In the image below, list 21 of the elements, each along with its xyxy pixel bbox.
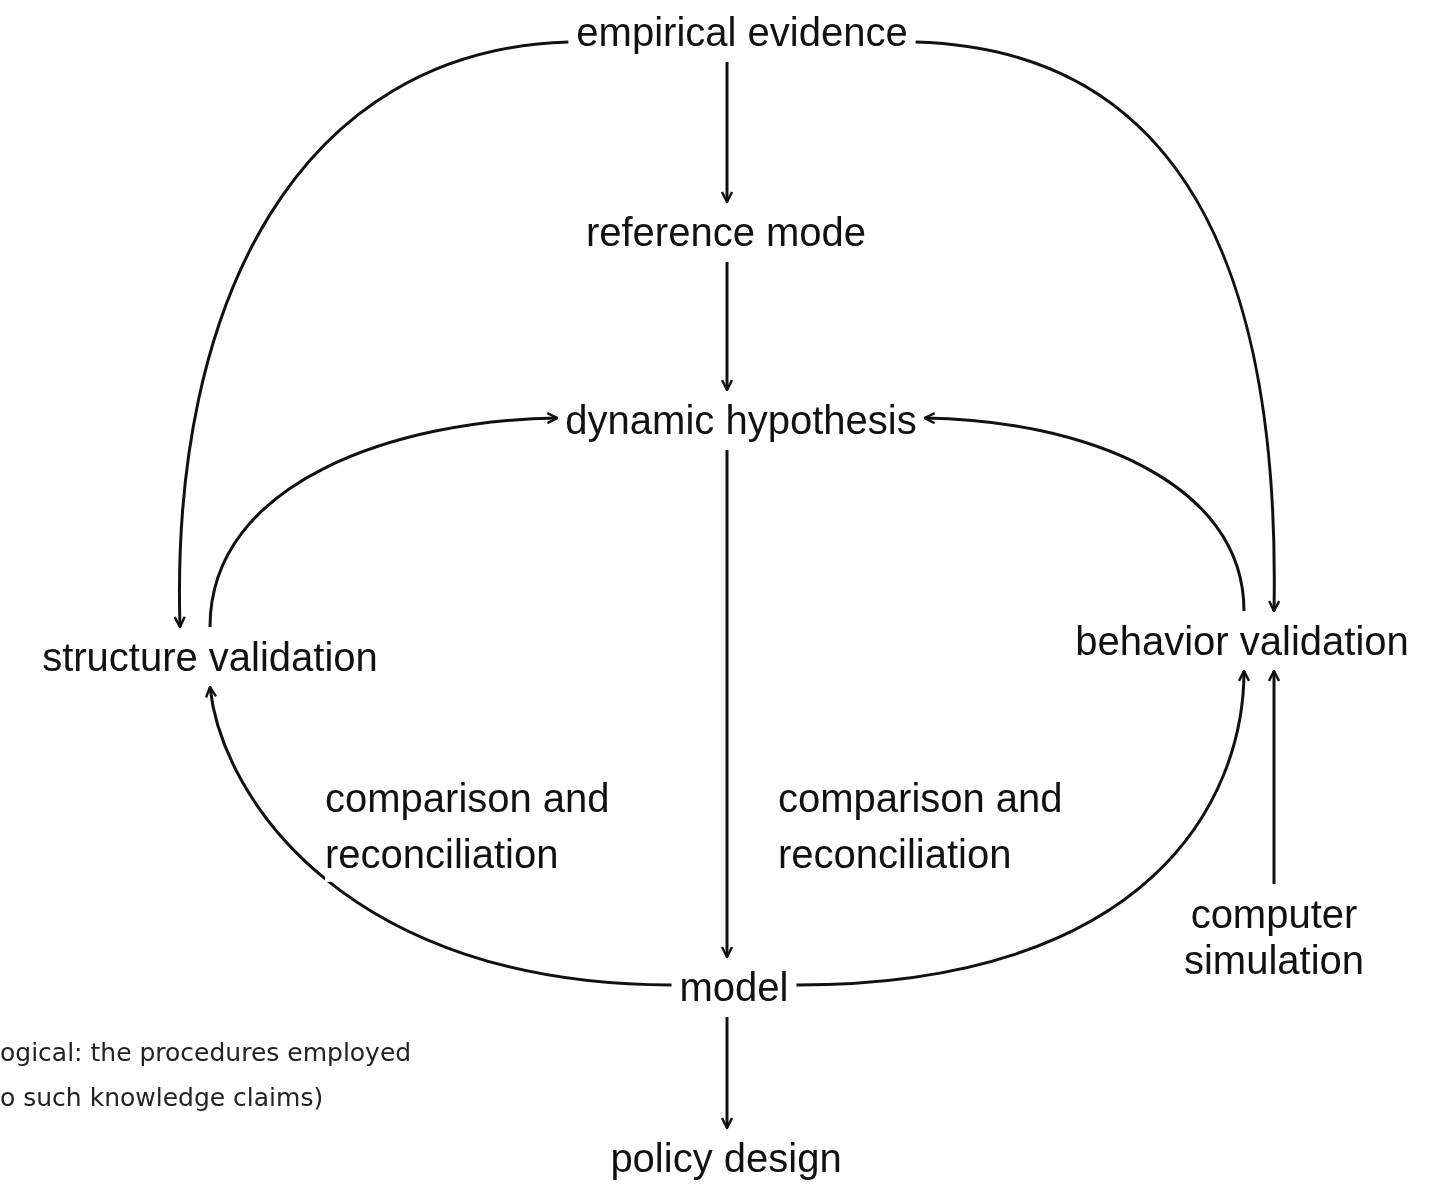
arrow bbox=[720, 262, 734, 392]
arrow bbox=[1267, 669, 1281, 884]
arrow bbox=[205, 685, 672, 987]
arrow bbox=[720, 450, 734, 959]
node-label: computer simulation bbox=[1155, 888, 1393, 986]
arrow bbox=[173, 40, 569, 629]
node-label: reference mode bbox=[581, 206, 871, 258]
arrow bbox=[915, 40, 1281, 613]
note-text: o such knowledge claims) bbox=[0, 1083, 324, 1112]
arrow bbox=[208, 412, 559, 628]
node-label: dynamic hypothesis bbox=[561, 394, 921, 446]
node-label: behavior validation bbox=[1071, 615, 1413, 667]
node-label: empirical evidence bbox=[572, 6, 912, 58]
node-label: policy design bbox=[606, 1132, 846, 1184]
arrow bbox=[796, 669, 1250, 987]
arrow bbox=[923, 412, 1246, 612]
node-label: structure validation bbox=[38, 631, 382, 683]
node-label: model bbox=[675, 961, 793, 1013]
arrow bbox=[720, 62, 734, 204]
arrow bbox=[720, 1017, 734, 1130]
note-text: ogical: the procedures employed bbox=[0, 1038, 412, 1067]
